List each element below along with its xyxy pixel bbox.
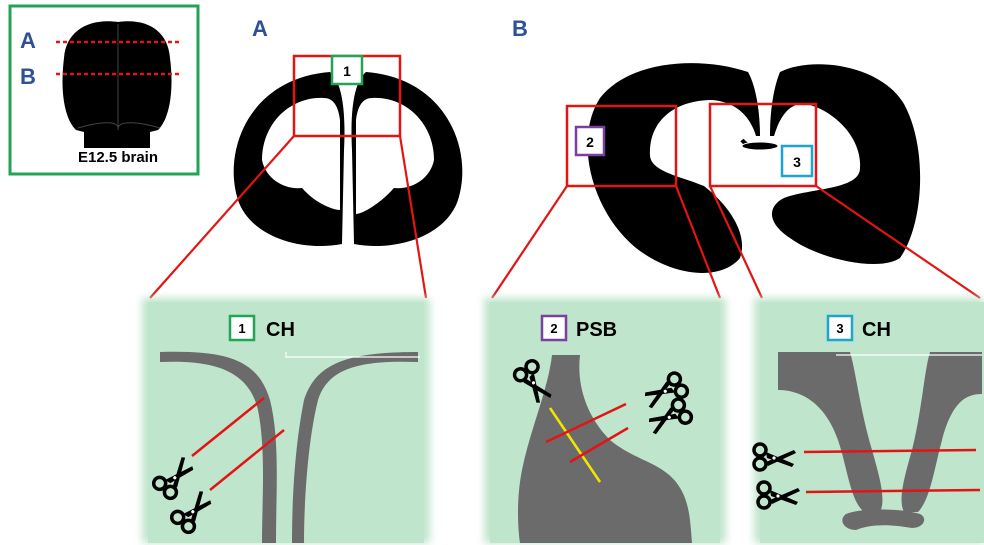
section-a-left-hemisphere (234, 72, 345, 246)
box-1-label: 1 (343, 63, 351, 79)
section-a-drawing: 1 (234, 56, 463, 246)
panel-2-number: 2 (550, 321, 557, 336)
panel-1-title: CH (266, 319, 295, 341)
section-b-letter: B (512, 16, 528, 41)
zoom-panel-3: 3 CH (754, 298, 984, 543)
section-b-left-hemisphere (588, 63, 760, 273)
section-a-right-hemisphere (352, 72, 463, 246)
brain-silhouette (63, 21, 172, 148)
box-2-label: 2 (586, 134, 594, 150)
section-b-drawing: 2 3 (567, 63, 920, 273)
inset-panel: A B E12.5 brain (10, 6, 198, 174)
inset-caption: E12.5 brain (78, 149, 158, 166)
box-3-label: 3 (793, 154, 801, 170)
zoom-panel-2: 2 PSB (484, 298, 726, 543)
panel-2-title: PSB (576, 319, 617, 341)
zoom-panel-1: 1 CH (142, 298, 430, 543)
panel-3-title: CH (862, 319, 891, 341)
cut-label-a: A (20, 28, 36, 53)
cut-label-b: B (20, 64, 36, 89)
panel-3-number: 3 (836, 321, 843, 336)
panel-1-number: 1 (238, 321, 245, 336)
section-a-letter: A (252, 16, 268, 41)
